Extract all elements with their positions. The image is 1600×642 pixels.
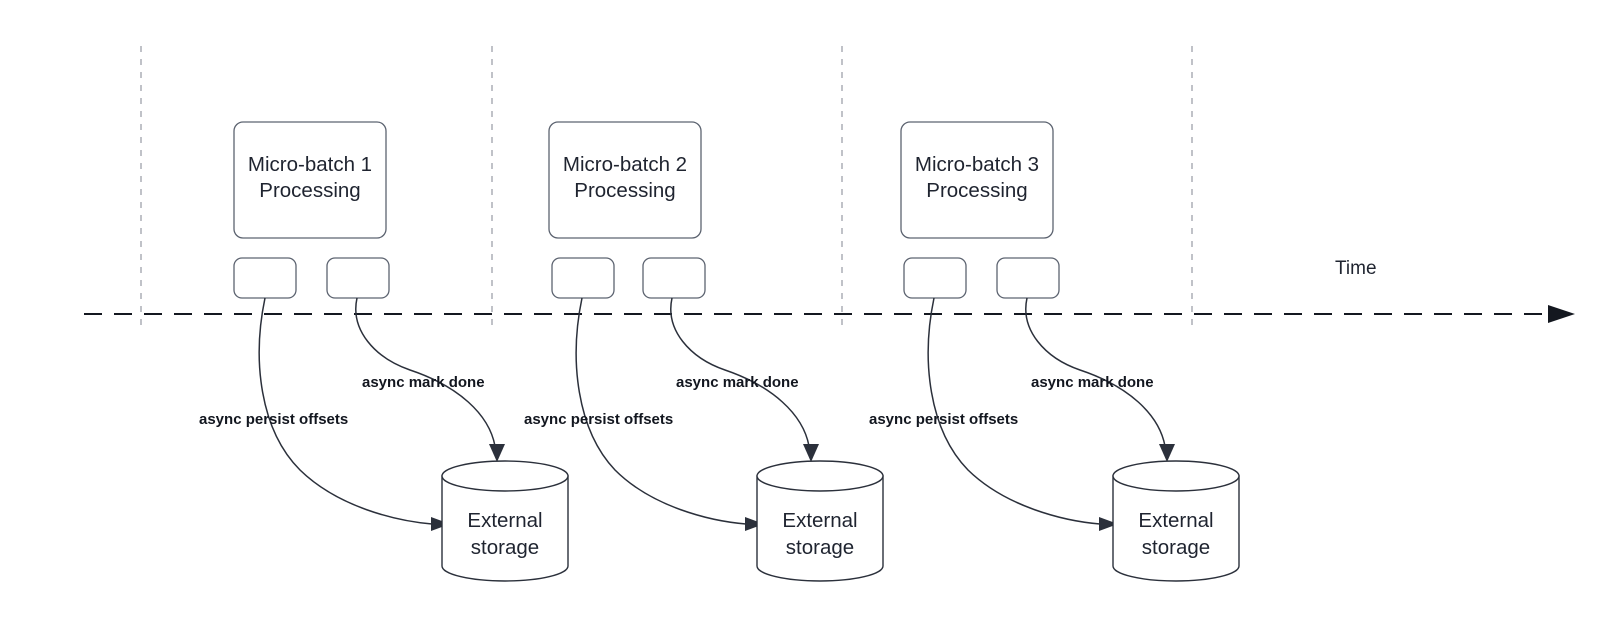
external-storage-1-label-line1: External xyxy=(467,509,542,532)
micro-batch-1-markdone-task-box[interactable] xyxy=(326,257,390,299)
micro-batch-2-markdone-task-box[interactable] xyxy=(642,257,706,299)
micro-batch-1-persist-task-box[interactable] xyxy=(233,257,297,299)
micro-batch-2-persist-task-box[interactable] xyxy=(551,257,615,299)
micro-batch-3-markdone-task-box[interactable] xyxy=(996,257,1060,299)
group-3: Micro-batch 3 Processing async persist o… xyxy=(869,121,1240,582)
micro-batch-1-mark-done-label: async mark done xyxy=(362,374,485,391)
micro-batch-2-mark-done-arrow xyxy=(670,297,810,447)
external-storage-3-top xyxy=(1112,460,1240,492)
micro-batch-3-mark-done-arrow xyxy=(1025,297,1166,447)
micro-batch-3-mark-done-label: async mark done xyxy=(1031,374,1154,391)
micro-batch-1-persist-offsets-arrowhead xyxy=(431,517,450,531)
micro-batch-3-persist-offsets-arrowhead xyxy=(1099,517,1118,531)
external-storage-3-body[interactable] xyxy=(1112,475,1240,582)
micro-batch-2-label-line2: Processing xyxy=(574,179,675,202)
external-storage-3-label-line2: storage xyxy=(1142,536,1210,559)
micro-batch-3-persist-task-box[interactable] xyxy=(903,257,967,299)
micro-batch-1-box[interactable] xyxy=(233,121,387,239)
external-storage-3-label-line1: External xyxy=(1138,509,1213,532)
micro-batch-3-box[interactable] xyxy=(900,121,1054,239)
micro-batch-2-persist-offsets-label: async persist offsets xyxy=(524,411,673,428)
micro-batch-3-label-line2: Processing xyxy=(926,179,1027,202)
micro-batch-3-persist-offsets-label: async persist offsets xyxy=(869,411,1018,428)
external-storage-2-body[interactable] xyxy=(756,475,884,582)
time-axis-arrowhead xyxy=(1548,305,1575,323)
micro-batch-2-persist-offsets-arrow xyxy=(575,297,747,525)
micro-batch-1-mark-done-arrowhead xyxy=(489,444,505,462)
micro-batch-3-label-line1: Micro-batch 3 xyxy=(915,153,1039,176)
external-storage-2-label-line1: External xyxy=(782,509,857,532)
micro-batch-3-persist-offsets-arrow xyxy=(927,297,1101,525)
external-storage-2-top xyxy=(756,460,884,492)
external-storage-1-label-line2: storage xyxy=(471,536,539,559)
time-axis-label: Time xyxy=(1335,258,1377,279)
micro-batch-1-label-line2: Processing xyxy=(259,179,360,202)
group-1: Micro-batch 1 Processing async persist o… xyxy=(199,121,569,582)
micro-batch-1-persist-offsets-arrow xyxy=(258,297,433,525)
micro-batch-2-mark-done-arrowhead xyxy=(803,444,819,462)
external-storage-2-label-line2: storage xyxy=(786,536,854,559)
micro-batch-1-label-line1: Micro-batch 1 xyxy=(248,153,372,176)
external-storage-1-top xyxy=(441,460,569,492)
micro-batch-1-persist-offsets-label: async persist offsets xyxy=(199,411,348,428)
micro-batch-2-box[interactable] xyxy=(548,121,702,239)
micro-batch-3-mark-done-arrowhead xyxy=(1159,444,1175,462)
group-2: Micro-batch 2 Processing async persist o… xyxy=(524,121,884,582)
micro-batch-2-mark-done-label: async mark done xyxy=(676,374,799,391)
micro-batch-2-persist-offsets-arrowhead xyxy=(745,517,764,531)
external-storage-1-body[interactable] xyxy=(441,475,569,582)
micro-batch-1-mark-done-arrow xyxy=(355,297,496,447)
micro-batch-2-label-line1: Micro-batch 2 xyxy=(563,153,687,176)
